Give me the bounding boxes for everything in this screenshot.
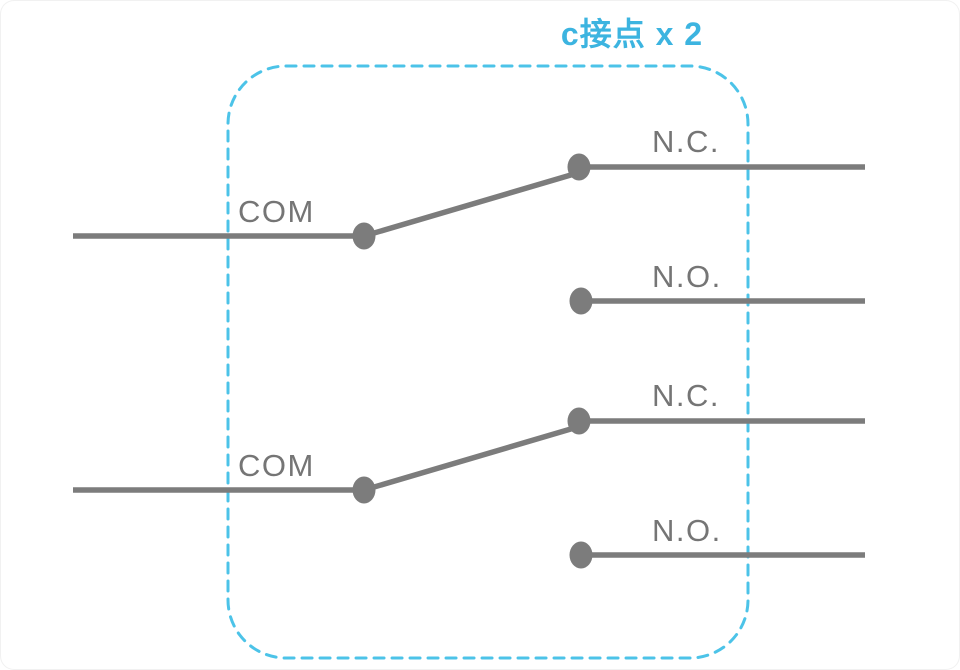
pole-1: COM N.C. N.O.: [73, 124, 865, 315]
contact-group-outline: [226, 64, 750, 660]
pole2-com-label: COM: [238, 448, 315, 483]
pole-2: COM N.C. N.O.: [73, 378, 865, 569]
pole1-nc-terminal-dot: [567, 153, 591, 181]
diagram-title: c接点 x 2: [561, 16, 703, 52]
pole1-no-label: N.O.: [652, 259, 722, 294]
pole2-no-label: N.O.: [652, 513, 722, 548]
pole1-nc-label: N.C.: [652, 124, 720, 159]
pole1-switch-arm: [361, 169, 584, 239]
pole2-nc-terminal-dot: [567, 407, 591, 435]
pole2-switch-arm: [361, 423, 584, 493]
pole2-nc-label: N.C.: [652, 378, 720, 413]
pole2-no-terminal-dot: [569, 541, 593, 569]
pole1-com-terminal-dot: [352, 222, 376, 250]
pole2-com-terminal-dot: [352, 476, 376, 504]
pole1-no-terminal-dot: [569, 287, 593, 315]
pole1-com-label: COM: [238, 194, 315, 229]
